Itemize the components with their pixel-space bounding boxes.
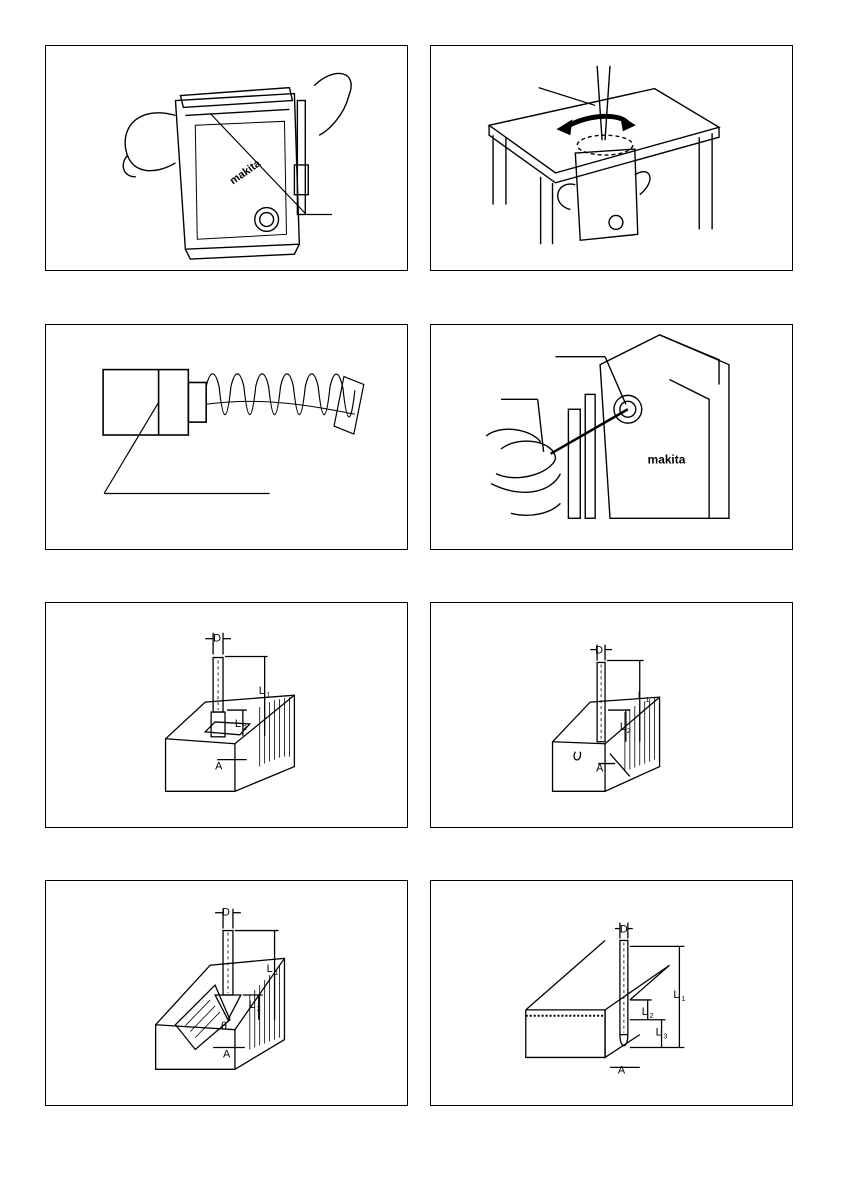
figure-8: D L 1 L 2 L 3 A (430, 880, 793, 1106)
dim-l3-sub: 3 (664, 1034, 668, 1041)
dim-d-label: D (595, 645, 603, 657)
dim-d-label: D (213, 633, 221, 645)
dim-a-label: A (223, 1048, 231, 1060)
dim-l2-label: L (620, 721, 626, 733)
work-table-icon (431, 46, 792, 270)
figure-1: makita (45, 45, 408, 271)
bit-icon: D L 1 L 2 A (46, 603, 407, 827)
dim-l3-label: L (656, 1027, 662, 1039)
dim-theta-label: θ (221, 1021, 227, 1033)
figure-4: makita (430, 324, 793, 550)
dim-l2-sub: 2 (650, 1013, 654, 1020)
dim-a-label: A (618, 1064, 626, 1076)
dim-d-label: D (222, 907, 230, 919)
dim-l2-sub: 2 (257, 1006, 261, 1013)
dim-l1-sub: 1 (275, 970, 279, 977)
dim-l2-label: L (642, 1006, 648, 1018)
dim-l2-sub: 2 (627, 728, 631, 735)
brand-logo: makita (228, 157, 264, 187)
figure-2 (430, 45, 793, 271)
dim-l1-label: L (673, 989, 679, 1001)
dim-l1-label: L (259, 685, 265, 697)
bit-icon: D L 1 L 2 θ A (46, 881, 407, 1105)
dim-l1-label: L (267, 963, 273, 975)
dim-l1-sub: 1 (681, 996, 685, 1003)
brand-logo-2: makita (648, 453, 686, 467)
dim-l1-sub: 1 (646, 697, 650, 704)
figure-3 (45, 324, 408, 550)
dim-l2-label: L (249, 999, 255, 1011)
bit-icon: D L 1 L 2 A (431, 603, 792, 827)
carbon-brush-icon (46, 325, 407, 549)
figure-6: D L 1 L 2 A (430, 602, 793, 828)
figure-5: D L 1 L 2 A (45, 602, 408, 828)
dim-a-label: A (215, 761, 223, 773)
dim-a-label: A (596, 762, 604, 774)
dim-l2-sub: 2 (243, 725, 247, 732)
dim-l1-label: L (638, 690, 644, 702)
screwdriver-icon: makita (431, 325, 792, 549)
dim-l1-sub: 1 (267, 692, 271, 699)
dim-d-label: D (620, 924, 628, 936)
dim-l2-label: L (235, 718, 241, 730)
figure-7: D L 1 L 2 θ A (45, 880, 408, 1106)
bit-icon: D L 1 L 2 L 3 A (431, 881, 792, 1105)
rotation-arrow-icon (556, 115, 635, 135)
router-tool-icon: makita (46, 46, 407, 270)
